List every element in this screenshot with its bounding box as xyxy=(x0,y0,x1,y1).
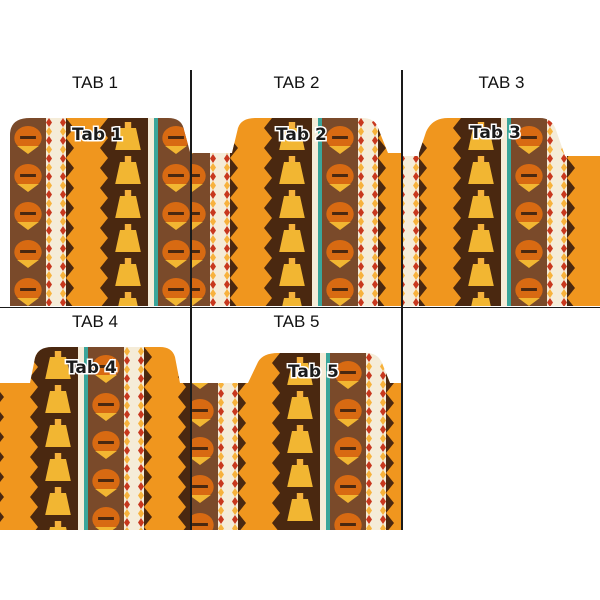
tab-4-caption: TAB 4 xyxy=(72,312,118,331)
tab-2-cell: TAB 2 xyxy=(192,70,401,307)
tab-1-cell: TAB 1 xyxy=(0,70,190,307)
grid-divider-h xyxy=(0,307,600,308)
tab-3-caption: TAB 3 xyxy=(478,73,525,92)
grid-divider-v2 xyxy=(401,70,403,530)
tab-4-cell: TAB 4 xyxy=(0,308,190,530)
tab-2-caption: TAB 2 xyxy=(273,73,320,92)
tab-5-caption: TAB 5 xyxy=(273,312,320,331)
tab-1-caption: TAB 1 xyxy=(72,73,118,92)
tab-5-cell: TAB 5 xyxy=(192,308,401,530)
tab-3-cell: TAB 3 xyxy=(403,70,600,307)
grid-divider-v1 xyxy=(190,70,192,530)
